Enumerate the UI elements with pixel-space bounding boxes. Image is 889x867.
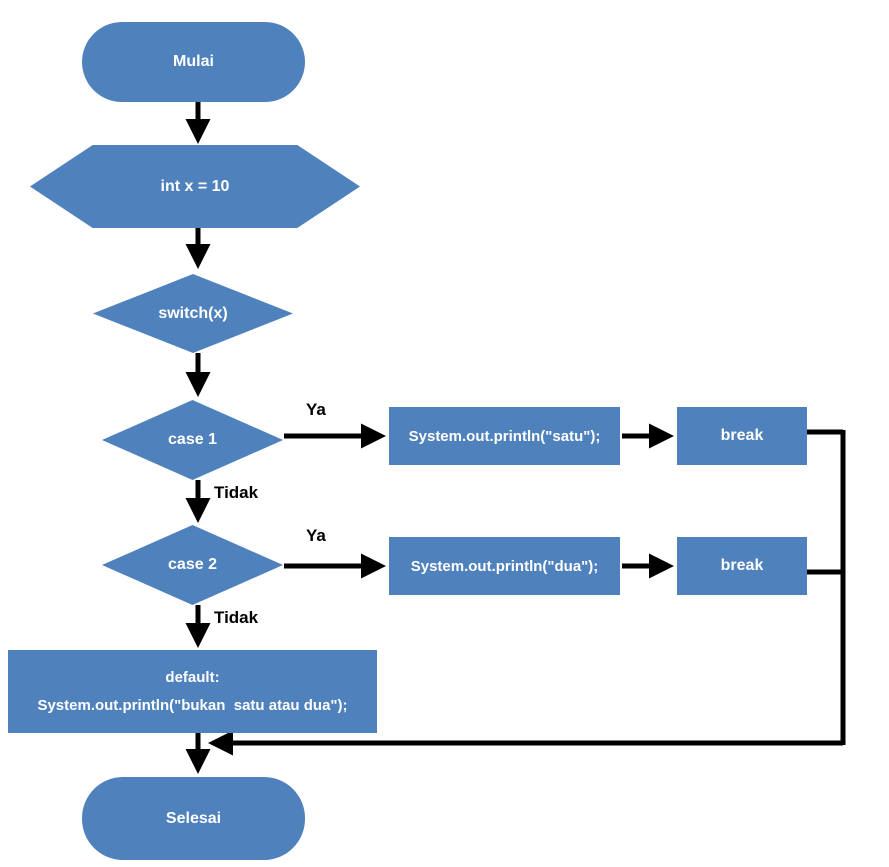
node-label: break <box>720 427 764 444</box>
flowchart-node-start: Mulai <box>82 22 305 102</box>
node-label: Selesai <box>165 809 222 827</box>
node-label-line2: System.out.println("bukan satu atau dua"… <box>37 697 348 714</box>
node-label: System.out.println("satu"); <box>408 427 601 445</box>
flowchart-node-print-dua: System.out.println("dua"); <box>389 537 620 595</box>
node-label: switch(x) <box>158 304 228 322</box>
node-label: Mulai <box>173 53 214 70</box>
node-label: break <box>720 557 764 574</box>
edge-label-case2-yes: Ya <box>306 526 326 545</box>
node-label: System.out.println("dua"); <box>410 557 599 575</box>
flowchart-node-declare: int x = 10 <box>30 145 360 228</box>
flowchart-node-end: Selesai <box>82 777 305 860</box>
edge-label-case1-no: Tidak <box>214 483 259 502</box>
node-label-line1: default: <box>165 669 220 686</box>
flowchart-node-print-satu: System.out.println("satu"); <box>389 407 620 465</box>
edge-label-case1-yes: Ya <box>306 400 326 419</box>
flowchart-node-break1: break <box>677 407 807 465</box>
node-label: case 1 <box>168 431 217 448</box>
flowchart-node-break2: break <box>677 537 807 595</box>
edge-label-case2-no: Tidak <box>214 608 259 627</box>
flowchart-node-default: default: System.out.println("bukan satu … <box>8 650 377 733</box>
node-label: case 2 <box>168 556 217 573</box>
node-label: int x = 10 <box>160 177 230 195</box>
